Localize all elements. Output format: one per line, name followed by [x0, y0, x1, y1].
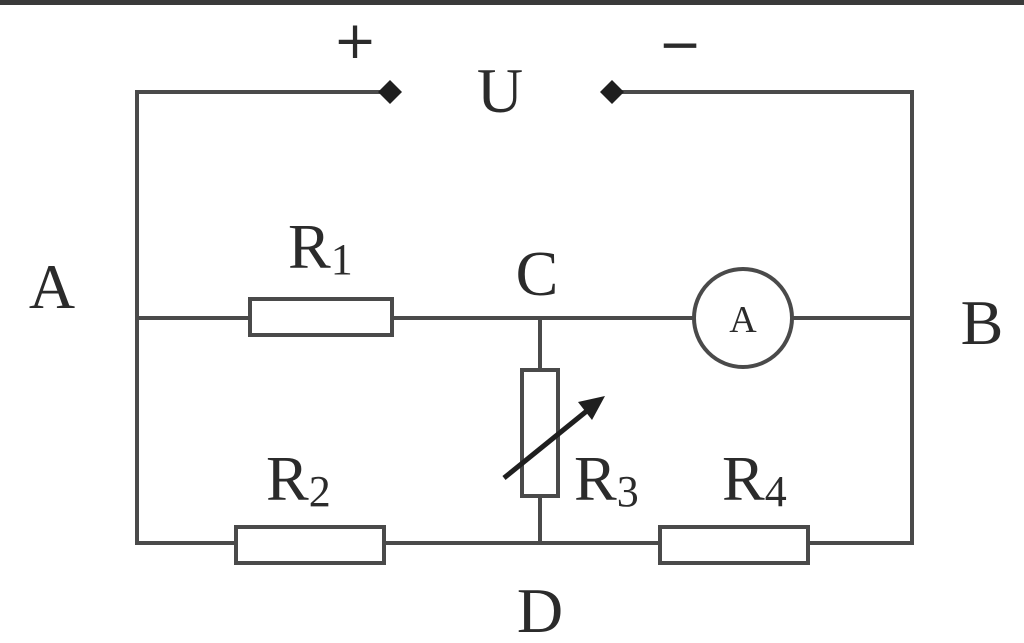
terminal-negative: [600, 80, 624, 104]
r2-label-sub: 2: [309, 467, 331, 516]
variable-arrow-line: [502, 408, 590, 480]
r2-label: R2: [266, 443, 331, 516]
node-b-label: B: [961, 287, 1004, 358]
r3-label-main: R: [574, 443, 617, 514]
plus-sign: +: [333, 11, 377, 71]
ammeter-icon: [692, 267, 794, 369]
node-d-label: D: [517, 575, 563, 643]
r3-label-sub: 3: [617, 467, 639, 516]
resistor-r1: [248, 297, 394, 337]
r3-label: R3: [574, 443, 639, 516]
minus-sign: −: [658, 15, 702, 75]
top-border: [0, 0, 1024, 5]
variable-arrow-head: [578, 396, 605, 420]
r1-label-sub: 1: [331, 235, 353, 284]
r1-label-main: R: [288, 211, 331, 282]
resistor-r2: [234, 525, 386, 565]
wire-left-rail: [135, 90, 392, 545]
node-c-label: C: [516, 238, 559, 309]
ammeter-label: A: [729, 299, 757, 341]
wire-right-rail: [610, 90, 914, 545]
r2-label-main: R: [266, 443, 309, 514]
resistor-r4: [658, 525, 810, 565]
r4-label-sub: 4: [765, 467, 787, 516]
r4-label-main: R: [722, 443, 765, 514]
r4-label: R4: [722, 443, 787, 516]
terminal-positive: [378, 80, 402, 104]
r1-label: R1: [288, 211, 353, 284]
voltage-label: U: [477, 55, 523, 126]
node-a-label: A: [29, 251, 75, 322]
resistor-r3: [520, 368, 560, 498]
